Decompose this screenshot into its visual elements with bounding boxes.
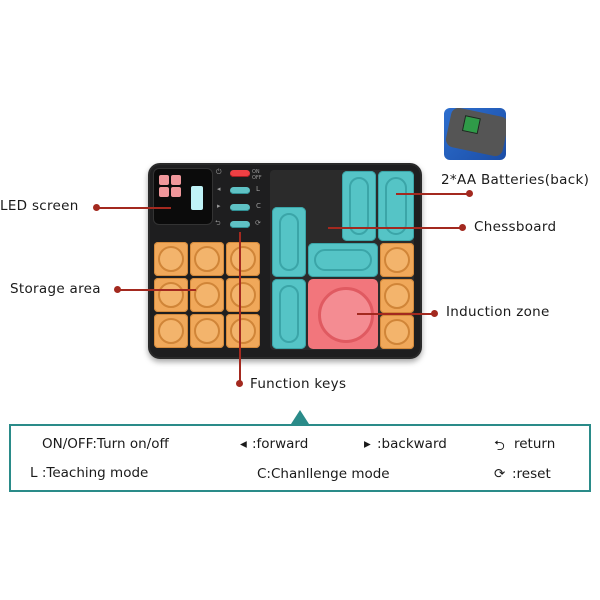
batteries-label: 2*AA Batteries(back) [441, 172, 590, 188]
induction-zone-line [357, 313, 433, 315]
battery-photo [444, 108, 506, 160]
legend-challenge-mode: C:Chanllenge mode [257, 466, 390, 482]
onoff-key[interactable] [230, 170, 250, 177]
chessboard-label: Chessboard [474, 219, 557, 235]
c-key-label: C [256, 202, 261, 210]
induction-zone-block[interactable] [308, 279, 378, 349]
legend-teaching-mode: L :Teaching mode [30, 465, 149, 481]
storage-tile[interactable] [190, 278, 224, 312]
storage-tile[interactable] [226, 278, 260, 312]
forward-icon: ◂ [240, 436, 247, 452]
induction-zone-label: Induction zone [446, 304, 550, 320]
c-key[interactable] [230, 204, 250, 211]
batteries-dot [466, 190, 473, 197]
teal-vertical-block[interactable] [272, 207, 306, 277]
storage-area-line [118, 289, 196, 291]
callout-pointer [291, 410, 309, 424]
function-keys-line [239, 232, 241, 382]
storage-tile[interactable] [154, 314, 188, 348]
storage-tile[interactable] [154, 242, 188, 276]
storage-tile[interactable] [226, 314, 260, 348]
teal-horizontal-block[interactable] [308, 243, 378, 277]
function-keys: ⏻ ON OFF ◂ L ▸ C ⮌ ⟳ [212, 168, 266, 238]
return-icon: ⮌ [215, 219, 221, 227]
l-key[interactable] [230, 187, 250, 194]
orange-block[interactable] [380, 315, 414, 349]
reset-icon: ⟳ [494, 466, 506, 482]
led-screen [153, 168, 213, 225]
backward-icon: ▸ [217, 202, 221, 210]
chessboard-dot [459, 224, 466, 231]
storage-area-dot [114, 286, 121, 293]
storage-tile[interactable] [226, 242, 260, 276]
return-icon: ⮌ [494, 438, 505, 454]
legend-forward: :forward [252, 436, 309, 452]
orange-block[interactable] [380, 243, 414, 277]
return-reset-key[interactable] [230, 221, 250, 228]
teal-vertical-block[interactable] [378, 171, 414, 241]
led-screen-line [97, 207, 171, 209]
reset-icon: ⟳ [255, 219, 261, 227]
backward-icon: ▸ [364, 436, 371, 452]
key-legend-box [9, 424, 591, 492]
led-screen-dot [93, 204, 100, 211]
induction-zone-dot [431, 310, 438, 317]
storage-tile[interactable] [154, 278, 188, 312]
function-keys-dot [236, 380, 243, 387]
l-key-label: L [256, 185, 260, 193]
chessboard-line [328, 227, 461, 229]
storage-tile[interactable] [190, 314, 224, 348]
orange-block[interactable] [380, 279, 414, 313]
legend-reset: :reset [512, 466, 551, 482]
teal-vertical-block[interactable] [272, 279, 306, 349]
forward-icon: ◂ [217, 185, 221, 193]
legend-return: return [514, 436, 556, 452]
batteries-line [396, 193, 468, 195]
function-keys-label: Function keys [250, 376, 347, 392]
lightning-logo-icon [318, 287, 374, 343]
storage-tile[interactable] [190, 242, 224, 276]
led-screen-label: LED screen [0, 198, 79, 214]
teal-vertical-block[interactable] [342, 171, 376, 241]
legend-backward: :backward [377, 436, 447, 452]
storage-area-label: Storage area [10, 281, 101, 297]
onoff-key-label: ON OFF [252, 169, 262, 181]
legend-onoff: ON/OFF:Turn on/off [42, 436, 169, 452]
power-icon: ⏻ [216, 168, 222, 176]
